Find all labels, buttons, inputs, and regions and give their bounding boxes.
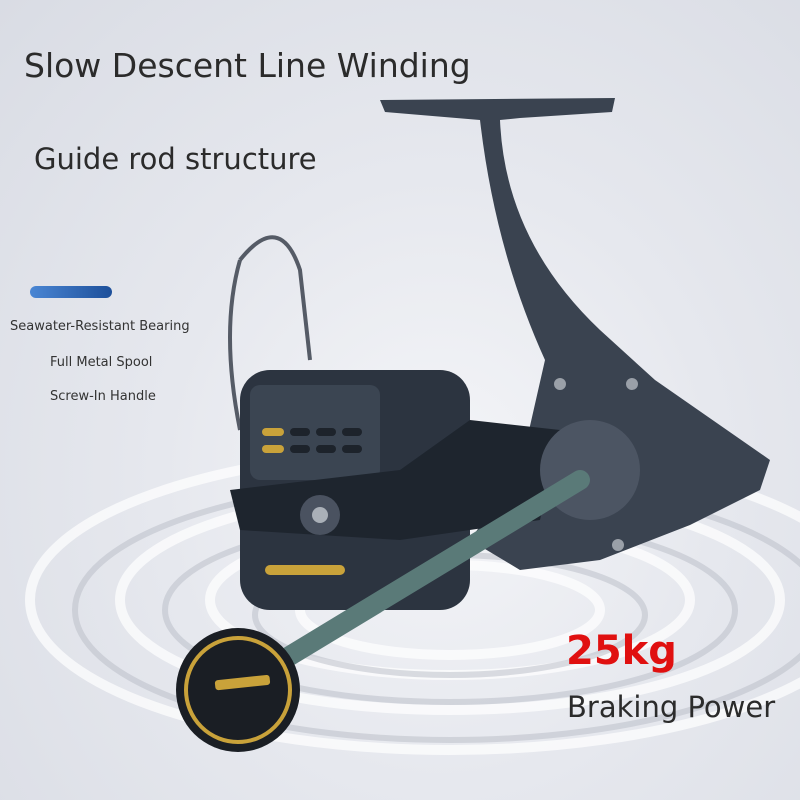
subheadline: Guide rod structure [34, 142, 317, 176]
headline: Slow Descent Line Winding [24, 46, 471, 85]
braking-label: Braking Power [567, 690, 776, 724]
feature-handle: Screw-In Handle [50, 389, 156, 404]
feature-spool: Full Metal Spool [50, 355, 153, 370]
feature-bearing: Seawater-Resistant Bearing [10, 319, 190, 334]
accent-bar [30, 286, 112, 298]
braking-value: 25kg [566, 628, 677, 674]
